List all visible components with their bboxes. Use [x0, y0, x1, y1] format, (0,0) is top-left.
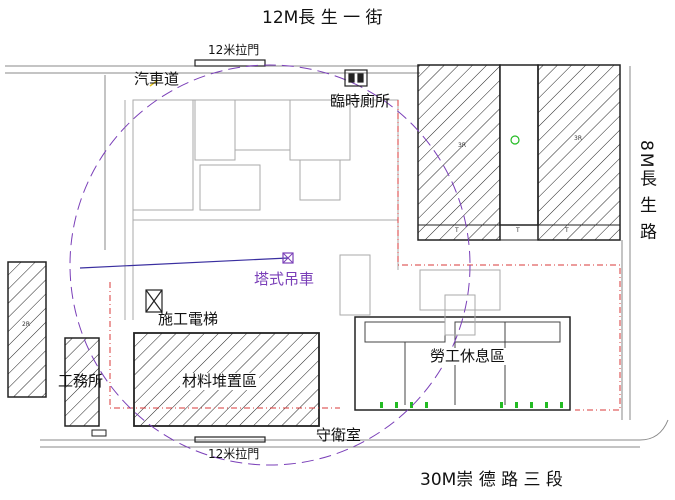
tag-left: 2R — [22, 321, 30, 328]
tower-crane-boom — [79, 257, 289, 269]
driveway-label: 汽車道 — [134, 70, 180, 88]
tag-right-b: 3R — [574, 135, 582, 142]
tag-t2: T — [516, 227, 520, 234]
site-office-block — [64, 337, 100, 427]
site-boundary — [109, 100, 621, 411]
road-label-bottom: 30M崇 德 路 三 段 — [420, 470, 563, 490]
road-label-right: 8M長 生 路 — [636, 140, 656, 242]
tag-t1: T — [455, 227, 459, 234]
gate-label-top: 12米拉門 — [208, 43, 260, 57]
existing-building-right — [417, 64, 621, 241]
site-office-label: 工務所 — [58, 372, 104, 390]
top-gate — [194, 59, 266, 67]
guard-room-label: 守衛室 — [316, 426, 362, 444]
tag-t3: T — [565, 227, 569, 234]
driveway-marker — [149, 79, 159, 87]
material-yard-label: 材料堆置區 — [180, 372, 260, 390]
tag-right-a: 3R — [458, 142, 466, 149]
elevator-label: 施工電梯 — [158, 310, 219, 328]
bottom-street-lines — [40, 419, 669, 448]
bottom-gate — [194, 436, 266, 443]
tower-crane-label: 塔式吊車 — [254, 270, 315, 288]
toilet-label: 臨時廁所 — [330, 92, 391, 110]
new-building-outline — [124, 99, 501, 336]
existing-building-left — [7, 261, 47, 398]
gate-label-bottom: 12米拉門 — [208, 447, 260, 461]
road-label-top: 12M長 生 一 街 — [262, 8, 383, 28]
green-marker — [510, 135, 520, 145]
right-street-lines — [621, 66, 631, 420]
toilet-icon — [344, 69, 368, 87]
elevator-icon — [145, 289, 163, 313]
guard-marker — [91, 429, 107, 437]
worker-rest-label: 勞工休息區 — [428, 347, 508, 365]
tower-crane-radius — [69, 64, 471, 466]
tower-crane-mast — [282, 252, 294, 264]
